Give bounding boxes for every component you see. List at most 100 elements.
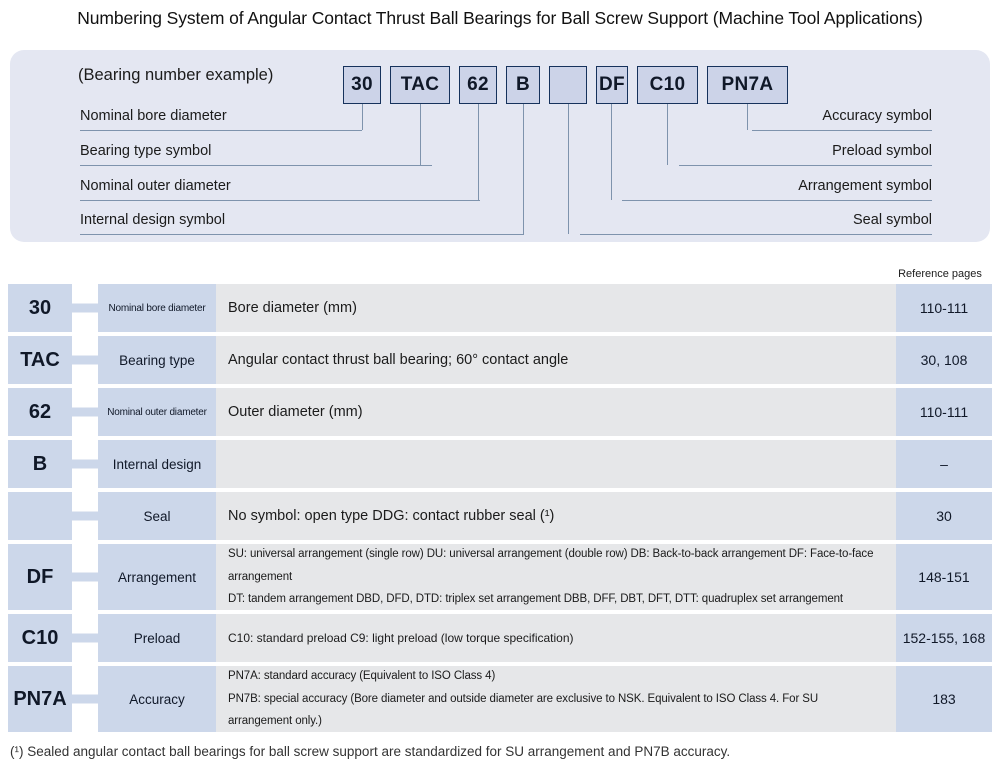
diagram-right-label-2: Preload symbol — [832, 143, 932, 159]
row-description-line: C10: standard preload C9: light preload … — [228, 631, 574, 645]
connector-bar — [72, 407, 98, 417]
diagram-right-rule-2 — [679, 165, 932, 166]
row-connector — [72, 666, 98, 732]
diagram-left-leader-3 — [478, 104, 479, 200]
row-connector — [72, 544, 98, 610]
row-description-line: PN7B: special accuracy (Bore diameter an… — [228, 692, 819, 728]
diagram-right-leader-2 — [667, 104, 668, 165]
row-description-cell: C10: standard preload C9: light preload … — [216, 614, 896, 662]
numbering-diagram-panel — [10, 50, 990, 242]
diagram-right-label-3: Arrangement symbol — [798, 178, 932, 194]
diagram-left-label-3: Nominal outer diameter — [80, 178, 231, 194]
row-description-cell: SU: universal arrangement (single row) D… — [216, 544, 896, 610]
row-description-cell: Bore diameter (mm) — [216, 284, 896, 332]
reference-pages-caption: Reference pages — [898, 268, 982, 280]
row-description-cell — [216, 440, 896, 488]
row-name-cell: Bearing type — [98, 336, 216, 384]
connector-bar — [72, 511, 98, 521]
row-name-cell: Internal design — [98, 440, 216, 488]
row-description-line: SU: universal arrangement (single row) D… — [228, 548, 874, 583]
table-row: TAC Bearing type Angular contact thrust ba… — [8, 336, 992, 384]
row-description-cell: Outer diameter (mm) — [216, 388, 896, 436]
row-reference-pages-cell: 30, 108 — [896, 336, 992, 384]
row-name-cell: Nominal bore diameter — [98, 284, 216, 332]
row-connector — [72, 614, 98, 662]
row-name-cell: Accuracy — [98, 666, 216, 732]
row-name-cell: Nominal outer diameter — [98, 388, 216, 436]
row-symbol-cell: DF — [8, 544, 72, 610]
row-connector — [72, 388, 98, 436]
row-name-cell: Arrangement — [98, 544, 216, 610]
bearing-code-box-4: B — [506, 66, 540, 104]
connector-bar — [72, 572, 98, 582]
row-symbol-cell: B — [8, 440, 72, 488]
table-row: PN7A Accuracy PN7A: standard accuracy (Equ… — [8, 666, 992, 732]
diagram-left-rule-2 — [80, 165, 432, 166]
table-row: B Internal design – — [8, 440, 992, 488]
connector-bar — [72, 355, 98, 365]
bearing-code-box-6: DF — [596, 66, 628, 104]
row-symbol-cell: TAC — [8, 336, 72, 384]
row-symbol-cell: PN7A — [8, 666, 72, 732]
row-name-cell: Preload — [98, 614, 216, 662]
row-description-line: DT: tandem arrangement DBD, DFD, DTD: tr… — [228, 593, 844, 606]
row-connector — [72, 284, 98, 332]
diagram-left-rule-1 — [80, 130, 362, 131]
bearing-code-box-8: PN7A — [707, 66, 788, 104]
row-description-line: Bore diameter (mm) — [228, 300, 357, 316]
diagram-right-rule-3 — [622, 200, 932, 201]
row-reference-pages-cell: 110-111 — [896, 284, 992, 332]
table-row: DF Arrangement SU: universal arrangement (… — [8, 544, 992, 610]
row-symbol-cell: 62 — [8, 388, 72, 436]
diagram-right-leader-3 — [611, 104, 612, 200]
row-reference-pages-cell: 30 — [896, 492, 992, 540]
numbering-spec-table: 30 Nominal bore diameter Bore diameter (mm… — [8, 284, 992, 736]
row-reference-pages-cell: 148-151 — [896, 544, 992, 610]
row-description-cell: PN7A: standard accuracy (Equivalent to I… — [216, 666, 896, 732]
table-row: Seal No symbol: open type DDG: contact ru… — [8, 492, 992, 540]
row-symbol-cell: 30 — [8, 284, 72, 332]
row-reference-pages-cell: – — [896, 440, 992, 488]
diagram-left-label-2: Bearing type symbol — [80, 143, 212, 159]
row-description-cell: No symbol: open type DDG: contact rubber… — [216, 492, 896, 540]
row-connector — [72, 492, 98, 540]
bearing-code-box-2: TAC — [390, 66, 450, 104]
connector-bar — [72, 303, 98, 313]
row-description-line: Angular contact thrust ball bearing; 60°… — [228, 352, 569, 368]
row-symbol-cell: C10 — [8, 614, 72, 662]
row-reference-pages-cell: 152-155, 168 — [896, 614, 992, 662]
bearing-code-box-7: C10 — [637, 66, 698, 104]
footnote: (¹) Sealed angular contact ball bearings… — [10, 744, 731, 759]
row-connector — [72, 336, 98, 384]
diagram-left-label-4: Internal design symbol — [80, 212, 226, 228]
connector-bar — [72, 459, 98, 469]
diagram-left-leader-1 — [362, 104, 363, 130]
row-description-cell: Angular contact thrust ball bearing; 60°… — [216, 336, 896, 384]
row-name-cell: Seal — [98, 492, 216, 540]
row-description-line: No symbol: open type DDG: contact rubber… — [228, 508, 555, 524]
row-description-line: PN7A: standard accuracy (Equivalent to I… — [228, 670, 496, 683]
row-description-line: Outer diameter (mm) — [228, 404, 363, 420]
table-row: 62 Nominal outer diameter Outer diameter (… — [8, 388, 992, 436]
page-title: Numbering System of Angular Contact Thru… — [77, 8, 923, 28]
diagram-left-leader-2 — [420, 104, 421, 165]
diagram-right-leader-1 — [747, 104, 748, 130]
row-reference-pages-cell: 110-111 — [896, 388, 992, 436]
row-connector — [72, 440, 98, 488]
bearing-code-box-3: 62 — [459, 66, 497, 104]
connector-bar — [72, 694, 98, 704]
diagram-right-leader-4 — [568, 104, 569, 234]
diagram-right-label-1: Accuracy symbol — [822, 108, 932, 124]
table-row: 30 Nominal bore diameter Bore diameter (mm… — [8, 284, 992, 332]
diagram-left-leader-4 — [523, 104, 524, 234]
table-row: C10 Preload C10: standard preload C9: ligh… — [8, 614, 992, 662]
bearing-code-box-5 — [549, 66, 587, 104]
diagram-right-rule-4 — [580, 234, 932, 235]
diagram-left-rule-4 — [80, 234, 524, 235]
bearing-number-example-label: (Bearing number example) — [78, 66, 274, 84]
diagram-left-label-1: Nominal bore diameter — [80, 108, 227, 124]
connector-bar — [72, 633, 98, 643]
bearing-code-box-1: 30 — [343, 66, 381, 104]
row-symbol-cell — [8, 492, 72, 540]
diagram-left-rule-3 — [80, 200, 480, 201]
